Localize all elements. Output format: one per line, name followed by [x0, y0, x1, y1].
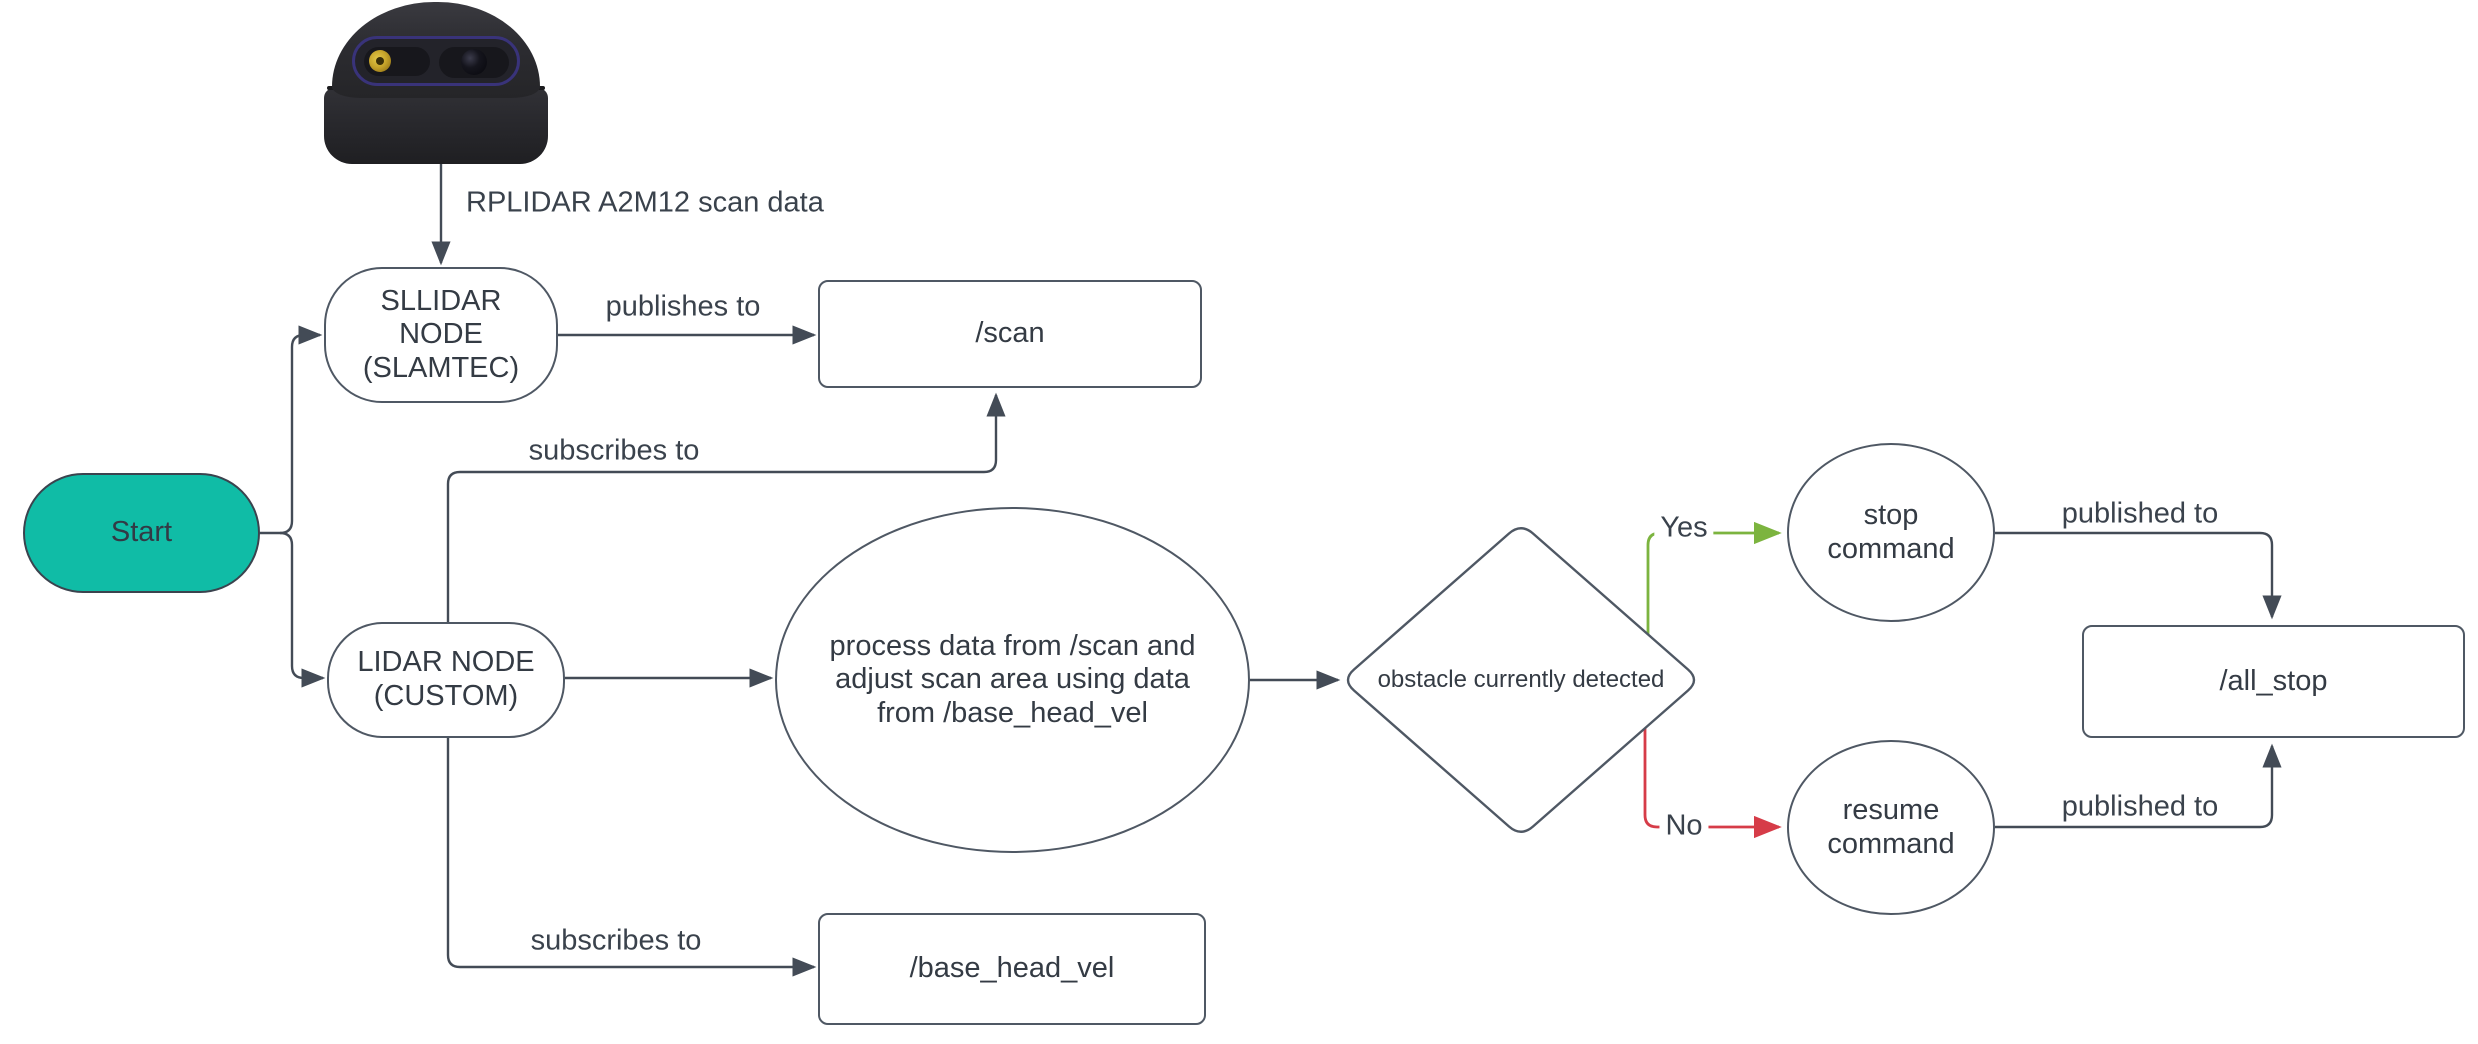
- connector-start-to-lidar-node: [279, 531, 326, 688]
- node-scan-topic: /scan: [818, 280, 1202, 388]
- node-all-stop-topic: /all_stop: [2082, 625, 2465, 738]
- connector-decision-no: [1643, 728, 1782, 839]
- node-decision-label: obstacle currently detected: [1377, 666, 1665, 694]
- node-stop-command-label: stop command: [1827, 498, 1955, 565]
- device-camera-lens: [461, 49, 487, 75]
- edge-label-published-to-resume: published to: [2061, 790, 2219, 823]
- edge-label-published-to-stop: published to: [2061, 497, 2219, 530]
- node-resume-command-label: resume command: [1827, 793, 1955, 860]
- node-stop-command: stop command: [1787, 443, 1995, 622]
- node-scan-topic-label: /scan: [975, 317, 1045, 350]
- connector-stop-published-to-allstop: [1995, 531, 2282, 620]
- connector-resume-published-to-allstop: [1995, 743, 2282, 829]
- node-process: process data from /scan and adjust scan …: [775, 507, 1250, 853]
- node-base-head-vel-topic-label: /base_head_vel: [909, 952, 1115, 985]
- node-sllidar-label: SLLIDAR NODE (SLAMTEC): [362, 284, 520, 384]
- device-gold-lens: [369, 50, 391, 72]
- node-process-label: process data from /scan and adjust scan …: [829, 629, 1196, 729]
- decision-diamond-shape: [1346, 527, 1696, 833]
- device-left-opening: [364, 47, 430, 76]
- connector-lidar-subscribes-base-head-vel: [446, 738, 817, 977]
- connector-start-to-sllidar: [260, 325, 323, 535]
- edge-label-subscribes-to-scan: subscribes to: [528, 434, 700, 467]
- node-all-stop-topic-label: /all_stop: [2219, 664, 2328, 697]
- edge-label-yes: Yes: [1654, 511, 1714, 545]
- edge-label-subscribes-to-base: subscribes to: [530, 924, 702, 957]
- edge-label-publishes-to: publishes to: [605, 290, 761, 323]
- connector-lidar-subscribes-scan: [446, 392, 1006, 622]
- edge-label-no: No: [1659, 809, 1709, 843]
- device-right-opening: [439, 47, 509, 78]
- node-start-label: Start: [110, 516, 173, 549]
- node-sllidar: SLLIDAR NODE (SLAMTEC): [324, 267, 558, 403]
- node-resume-command: resume command: [1787, 740, 1995, 915]
- node-start: Start: [23, 473, 260, 593]
- device-gold-lens-core: [376, 57, 384, 65]
- connector-decision-yes: [1646, 521, 1782, 634]
- node-lidar-custom-label: LIDAR NODE (CUSTOM): [357, 646, 535, 712]
- device-window-band: [352, 36, 520, 86]
- node-base-head-vel-topic: /base_head_vel: [818, 913, 1206, 1025]
- node-decision: obstacle currently detected: [1351, 655, 1691, 705]
- lidar-device-image: [324, 2, 548, 164]
- node-lidar-custom: LIDAR NODE (CUSTOM): [327, 622, 565, 738]
- device-base: [324, 88, 548, 164]
- edge-label-sensor-data: RPLIDAR A2M12 scan data: [466, 186, 824, 219]
